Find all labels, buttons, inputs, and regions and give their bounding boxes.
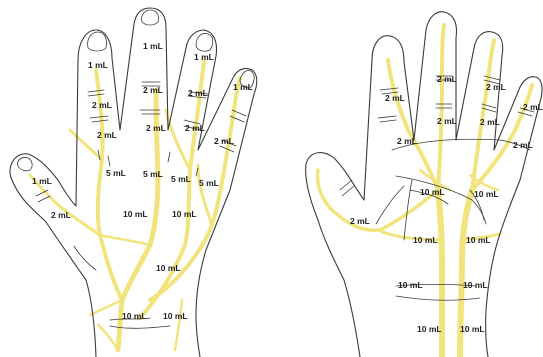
palmar-label: 2 mL	[437, 116, 457, 126]
dorsal-hand: 1 mL 1 mL 1 mL 1 mL 1 mL 2 mL 2 mL 2 mL …	[10, 8, 257, 357]
dorsal-label: 10 mL	[163, 311, 188, 321]
dorsal-label: 2 mL	[143, 85, 163, 95]
palmar-label: 2 mL	[486, 82, 506, 92]
dorsal-label: 1 mL	[194, 52, 214, 62]
palmar-label: 10 mL	[474, 189, 499, 199]
dorsal-label: 2 mL	[97, 130, 117, 140]
dorsal-label: 2 mL	[51, 210, 71, 220]
dorsal-label: 5 mL	[171, 174, 191, 184]
palmar-label: 10 mL	[460, 324, 485, 334]
dorsal-creases	[36, 82, 246, 328]
dorsal-label: 2 mL	[188, 88, 208, 98]
palmar-label: 2 mL	[437, 74, 457, 84]
palmar-labels: 2 mL 2 mL 2 mL 2 mL 2 mL 2 mL 2 mL 2 mL …	[350, 74, 543, 334]
dorsal-label: 2 mL	[146, 123, 166, 133]
dorsal-nails	[18, 10, 255, 171]
palmar-label: 2 mL	[385, 93, 405, 103]
palmar-label: 2 mL	[480, 117, 500, 127]
dorsal-label: 1 mL	[143, 41, 163, 51]
dorsal-label: 5 mL	[143, 169, 163, 179]
palmar-label: 10 mL	[413, 235, 438, 245]
dorsal-veins	[30, 60, 240, 350]
dorsal-label: 2 mL	[214, 136, 234, 146]
palmar-label: 2 mL	[523, 102, 543, 112]
dorsal-label: 1 mL	[233, 82, 253, 92]
dorsal-label: 10 mL	[122, 311, 147, 321]
dorsal-label: 1 mL	[32, 176, 52, 186]
palmar-hand: 2 mL 2 mL 2 mL 2 mL 2 mL 2 mL 2 mL 2 mL …	[306, 12, 543, 357]
dorsal-label: 1 mL	[88, 60, 108, 70]
palmar-label: 2 mL	[350, 216, 370, 226]
dorsal-label: 2 mL	[92, 100, 112, 110]
dorsal-label: 5 mL	[199, 178, 219, 188]
palmar-label: 2 mL	[513, 140, 533, 150]
palmar-label: 2 mL	[397, 136, 417, 146]
dorsal-label: 10 mL	[156, 263, 181, 273]
palmar-label: 10 mL	[463, 280, 488, 290]
palmar-label: 10 mL	[420, 187, 445, 197]
dorsal-label: 5 mL	[106, 168, 126, 178]
palmar-label: 10 mL	[398, 280, 423, 290]
dorsal-label: 2 mL	[185, 123, 205, 133]
dorsal-label: 10 mL	[172, 209, 197, 219]
palmar-hand-outline	[306, 12, 542, 357]
dorsal-label: 10 mL	[123, 209, 148, 219]
palmar-label: 10 mL	[417, 324, 442, 334]
dorsal-labels: 1 mL 1 mL 1 mL 1 mL 1 mL 2 mL 2 mL 2 mL …	[32, 41, 253, 321]
palmar-label: 10 mL	[466, 235, 491, 245]
